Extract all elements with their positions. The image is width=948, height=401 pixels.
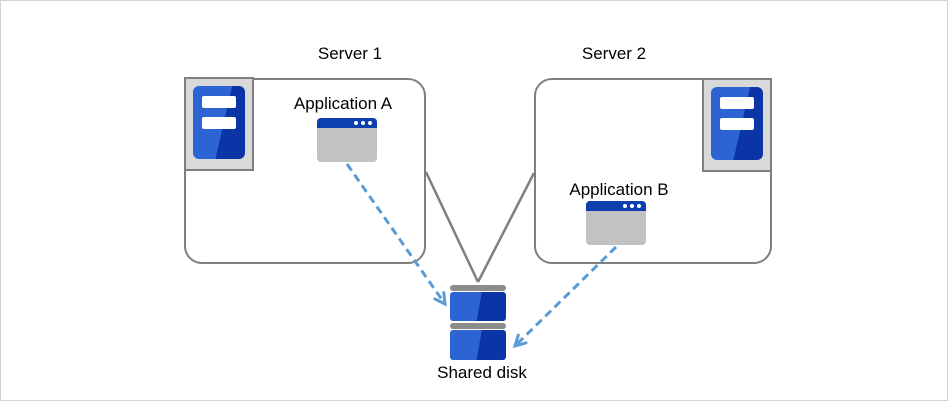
application-a-label: Application A — [293, 94, 393, 113]
server2-tower-icon — [702, 78, 772, 172]
window-dot-icon — [354, 121, 358, 125]
disk-cap — [450, 285, 506, 291]
tower-slot — [202, 117, 236, 129]
application-b-label: Application B — [569, 180, 669, 199]
link-server2-to-disk — [476, 172, 536, 283]
server-tower-body — [711, 87, 763, 160]
disk-cap — [450, 323, 506, 329]
window-titlebar — [586, 201, 646, 211]
shared-disk-label: Shared disk — [437, 363, 527, 382]
tower-slot — [720, 97, 754, 109]
server2-label: Server 2 — [581, 44, 647, 63]
tower-slot — [720, 118, 754, 130]
tower-slot — [202, 96, 236, 108]
shared-disk-icon — [450, 285, 506, 360]
window-dot-icon — [637, 204, 641, 208]
server1-label: Server 1 — [317, 44, 383, 63]
window-dot-icon — [630, 204, 634, 208]
application-a-window-icon — [317, 118, 377, 162]
window-titlebar — [317, 118, 377, 128]
disk-unit — [450, 330, 506, 360]
server-tower-body — [193, 86, 245, 159]
window-dot-icon — [368, 121, 372, 125]
window-dot-icon — [361, 121, 365, 125]
application-b-window-icon — [586, 201, 646, 245]
link-server1-to-disk — [424, 171, 480, 283]
server1-tower-icon — [184, 77, 254, 171]
window-dot-icon — [623, 204, 627, 208]
disk-unit — [450, 292, 506, 321]
